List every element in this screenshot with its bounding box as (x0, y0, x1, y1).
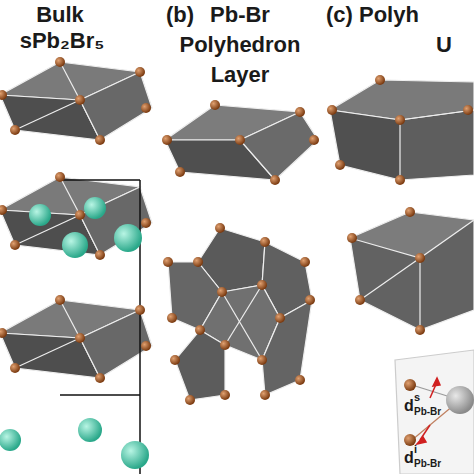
formula-label: sPb₂Br₅ (20, 30, 105, 52)
distance-superscript: s (414, 392, 420, 403)
distance-superscript: i (414, 444, 417, 455)
panel-title: Polyhedron (179, 34, 300, 56)
panel-title: Pb-Br (210, 4, 270, 26)
distance-symbol: d (404, 398, 414, 414)
distance-symbol: d (404, 450, 414, 466)
panel-title: (c) Polyh (326, 4, 419, 26)
distance-subscript: Pb-Br (414, 407, 441, 417)
panel-title: Bulk (36, 4, 84, 26)
distance-subscript: Pb-Br (414, 459, 441, 469)
panel-letter: (b) (166, 4, 194, 26)
panel-title: Layer (211, 64, 270, 86)
panel-title: U (436, 34, 452, 56)
